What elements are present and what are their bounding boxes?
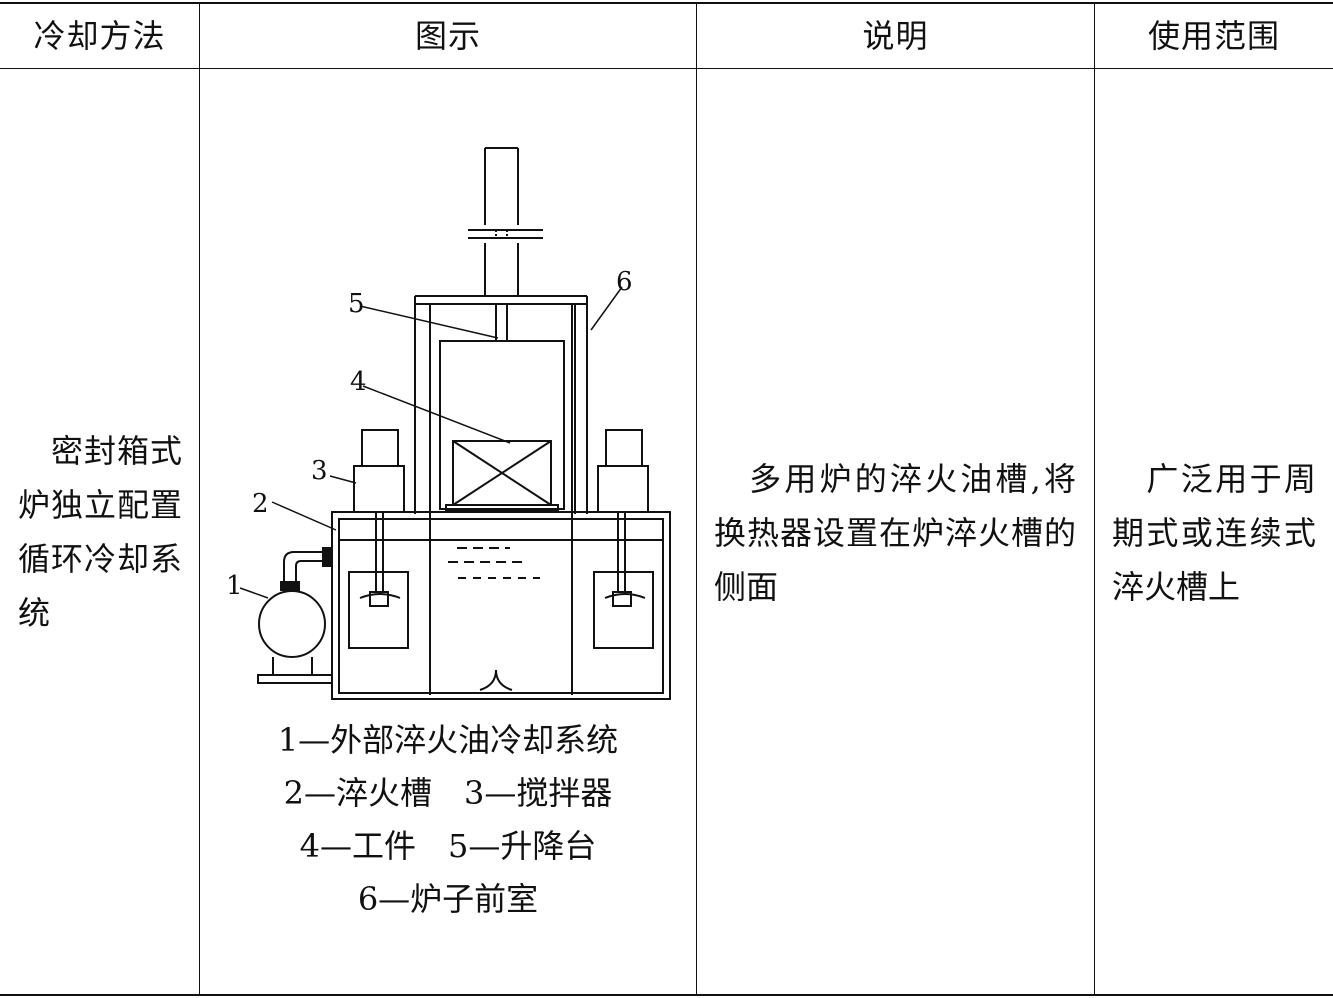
left-agitator (348, 429, 409, 649)
callout-6: 6 (616, 267, 633, 297)
callout-3: 3 (311, 456, 328, 486)
callout-leaders (239, 286, 623, 599)
legend-line: 6—炉子前室 (357, 880, 539, 918)
header-description: 说明 (862, 17, 929, 55)
header-usage: 使用范围 (1147, 17, 1280, 55)
callout-4: 4 (350, 367, 367, 397)
column-divider-2 (696, 2, 697, 995)
furnace-vestibule (414, 295, 588, 695)
legend-line: 1—外部淬火油冷却系统 (277, 721, 619, 759)
callout-5: 5 (348, 289, 365, 319)
quench-tank (331, 511, 671, 700)
cell-cooling-method: 密封箱式炉独立配置循环冷却系统 (18, 432, 182, 632)
header-bottom-rule (0, 68, 1333, 69)
lifting-rod (468, 147, 543, 296)
diagram-legend: 1—外部淬火油冷却系统 2—淬火槽 3—搅拌器 4—工件 5—升降台 6—炉子前… (200, 714, 696, 926)
legend-line: 4—工件 5—升降台 (299, 827, 597, 865)
header-diagram: 图示 (414, 17, 481, 55)
column-divider-1 (199, 2, 200, 995)
right-agitator (593, 429, 654, 649)
callout-2: 2 (252, 489, 269, 519)
legend-line: 2—淬火槽 3—搅拌器 (283, 774, 613, 812)
table-bottom-rule (0, 994, 1333, 996)
cell-description: 多用炉的淬火油槽,将换热器设置在炉淬火槽的侧面 (714, 460, 1076, 606)
callout-1: 1 (226, 571, 243, 601)
header-cooling-method: 冷却方法 (33, 17, 166, 55)
column-divider-3 (1094, 2, 1095, 995)
external-cooling-system (257, 547, 333, 684)
workpiece (452, 440, 552, 506)
table-top-rule (0, 2, 1333, 4)
cell-usage: 广泛用于周期式或连续式淬火槽上 (1112, 460, 1316, 606)
elevator-platform (439, 304, 565, 512)
